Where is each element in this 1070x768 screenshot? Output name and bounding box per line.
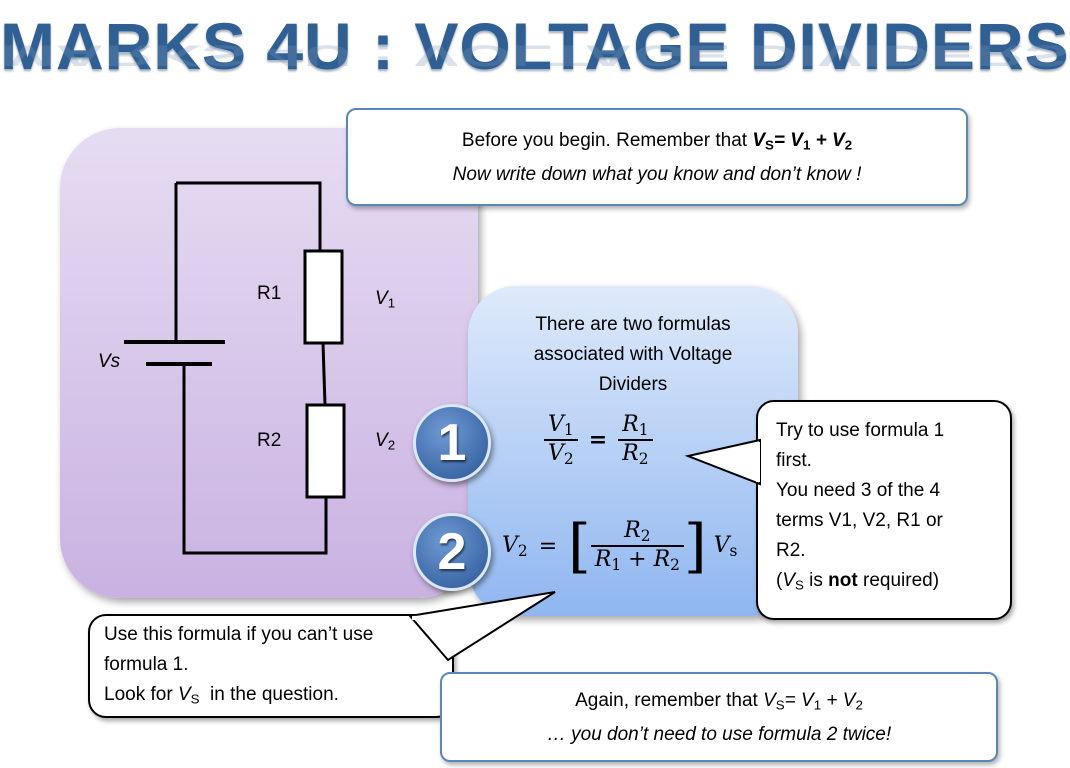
reminder-bottom-line-2: … you don’t need to use formula 2 twice!: [546, 724, 892, 746]
formula-2: V2 = [ R2 R1 + R2 ] Vs: [502, 512, 738, 580]
reminder-line-2: Now write down what you know and don’t k…: [452, 164, 862, 186]
reminder-bottom-line-1: Again, remember that VS= V1 + V2: [575, 690, 863, 713]
page-title: MARKS 4U : VOLTAGE DIVIDERS: [0, 9, 1070, 83]
circuit-wire-top: [176, 181, 322, 251]
source-voltage-label: Vs: [98, 351, 121, 372]
callout-formula-2-tip: Use this formula if you can’t use formul…: [88, 614, 454, 718]
circuit-panel: [60, 128, 478, 598]
reminder-line-1: Before you begin. Remember that VS= V1 +…: [461, 130, 853, 153]
callout-right-tail: [684, 438, 761, 486]
reminder-box-bottom: Again, remember that VS= V1 + V2 … you d…: [440, 672, 998, 762]
v2-label: V2: [375, 430, 396, 453]
circuit-wire-bottom: [182, 364, 328, 555]
circuit-diagram: [124, 181, 346, 555]
formulas-intro: There are two formulas associated with V…: [533, 314, 733, 395]
formula-1-badge: 1: [413, 404, 491, 482]
r2-label: R2: [257, 430, 282, 451]
r1-label: R1: [257, 283, 282, 304]
reminder-box-top: Before you begin. Remember that VS= V1 +…: [346, 108, 968, 206]
callout-tails: [408, 438, 761, 662]
v1-label: V1: [375, 288, 396, 311]
resistor-r2: [305, 403, 346, 499]
circuit-wire-middle: [321, 342, 327, 406]
formula-2-badge: 2: [413, 513, 491, 591]
formula-1: V1 V2 = R1 R2: [544, 412, 653, 468]
callout-left-tail: [408, 591, 556, 662]
resistor-r1: [303, 249, 344, 345]
callout-formula-1-tip: Try to use formula 1 first. You need 3 o…: [756, 400, 1012, 620]
